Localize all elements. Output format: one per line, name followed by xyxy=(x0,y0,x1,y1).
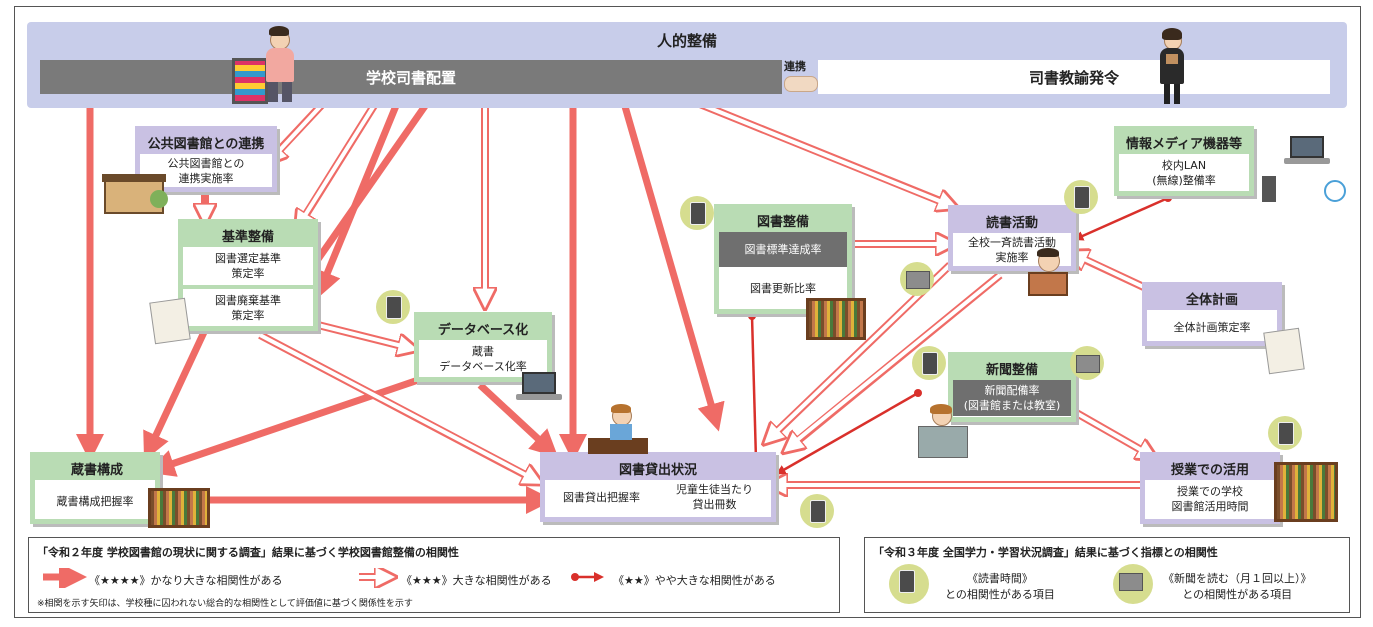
document-paper-icon xyxy=(1263,327,1305,375)
dot-arrows xyxy=(750,196,1169,475)
reading-time-book-icon xyxy=(680,196,714,230)
database-header: データベース化 xyxy=(419,317,547,340)
public-library-rate: 公共図書館との 連携実施率 xyxy=(167,157,245,185)
newspaper-icon xyxy=(1113,564,1153,604)
legend-strong: 《★★★★》かなり大きな相関性がある xyxy=(89,574,283,587)
whole-school-reading-rate: 全校一斉読書活動 実施率 xyxy=(968,236,1056,264)
legend-note: ※相関を示す矢印は、学校種に囚われない総合的な相関性として評価値に基づく関係性を… xyxy=(37,599,413,609)
standards-box: 基準整備 図書選定基準 策定率 図書廃棄基準 策定率 xyxy=(178,219,318,331)
public-library-cooperation-box: 公共図書館との連携 公共図書館との 連携実施率 xyxy=(135,126,277,192)
bookshelf-icon xyxy=(806,298,866,340)
plan-rate: 全体計画策定率 xyxy=(1173,321,1251,334)
collection-header: 蔵書構成 xyxy=(35,457,155,480)
legend-moderate: 《★★》やや大きな相関性がある xyxy=(613,574,776,587)
legend-left-title: 「令和２年度 学校図書館の現状に関する調査」結果に基づく学校図書館整備の相関性 xyxy=(37,546,459,559)
collection-rate: 蔵書構成把握率 xyxy=(56,495,134,508)
selection-standard-rate: 図書選定基準 策定率 xyxy=(183,247,313,289)
legend-reading-time: 《読書時間》 との相関性がある項目 xyxy=(945,572,1055,601)
strong-arrows xyxy=(76,93,725,514)
legend-right: 「令和３年度 全国学力・学習状況調査」結果に基づく指標との相関性 《読書時間》 … xyxy=(864,537,1350,613)
information-media-box: 情報メディア機器等 校内LAN (無線)整備率 xyxy=(1114,126,1254,196)
librarian-at-desk-illustration xyxy=(588,404,648,454)
lending-grasp-rate: 図書貸出把握率 xyxy=(563,490,640,504)
standard-achievement-rate: 図書標準達成率 xyxy=(719,232,847,267)
school-lan-rate: 校内LAN (無線)整備率 xyxy=(1152,159,1216,187)
library-building-icon xyxy=(102,174,166,214)
legend-left: 「令和２年度 学校図書館の現状に関する調査」結果に基づく学校図書館整備の相関性 … xyxy=(28,537,840,613)
teacher-librarian-bar: 司書教諭発令 xyxy=(818,60,1330,94)
laptop-icon xyxy=(516,372,562,402)
collection-box: 蔵書構成 蔵書構成把握率 xyxy=(30,452,160,524)
school-librarian-bar: 学校司書配置 xyxy=(40,60,782,94)
document-paper-icon xyxy=(149,297,191,345)
database-box: データベース化 蔵書 データベース化率 xyxy=(414,312,552,382)
band-title: 人的整備 xyxy=(656,32,717,50)
newspaper-readers-illustration xyxy=(918,404,968,460)
reading-activity-box: 読書活動 全校一斉読書活動 実施率 xyxy=(948,205,1076,271)
public-library-header: 公共図書館との連携 xyxy=(140,131,272,154)
book-renewal-ratio: 図書更新比率 xyxy=(750,282,816,295)
bookshelf-icon xyxy=(148,488,210,528)
reading-time-book-icon xyxy=(800,494,834,528)
class-use-box: 授業での活用 授業での学校 図書館活用時間 xyxy=(1140,452,1280,524)
news-header: 新聞整備 xyxy=(953,357,1071,380)
reading-student-illustration xyxy=(1026,248,1070,300)
legend-newspaper-reading: 《新聞を読む（月１回以上）》 との相関性がある項目 xyxy=(1163,572,1312,601)
diagram-frame xyxy=(14,6,1361,618)
class-use-time: 授業での学校 図書館活用時間 xyxy=(1171,485,1249,513)
reading-time-book-icon xyxy=(1268,416,1302,450)
plan-header: 全体計画 xyxy=(1147,287,1277,310)
lending-status-box: 図書貸出状況 図書貸出把握率 児童生徒当たり 貸出冊数 xyxy=(540,452,776,522)
newspaper-icon xyxy=(900,262,934,296)
router-icon xyxy=(1262,176,1276,202)
laptop-icon xyxy=(1284,136,1330,166)
globe-icon xyxy=(1324,180,1346,202)
librarian-with-cart-illustration xyxy=(232,24,302,106)
newspaper-rate: 新聞配備率 (図書館または教室) xyxy=(953,380,1071,416)
teacher-librarian-illustration xyxy=(1152,28,1192,106)
handshake-icon xyxy=(784,76,818,92)
reading-header: 読書活動 xyxy=(953,210,1071,233)
legend-right-title: 「令和３年度 全国学力・学習状況調査」結果に基づく指標との相関性 xyxy=(873,546,1218,559)
newspaper-box: 新聞整備 新聞配備率 (図書館または教室) xyxy=(948,352,1076,422)
database-rate: 蔵書 データベース化率 xyxy=(439,345,527,373)
dot-arrow-origins xyxy=(748,194,1172,397)
overall-plan-box: 全体計画 全体計画策定率 xyxy=(1142,282,1282,346)
reading-time-book-icon xyxy=(1064,180,1098,214)
reading-time-book-icon xyxy=(912,346,946,380)
students-with-bookshelf-illustration xyxy=(1274,462,1338,522)
newspaper-icon xyxy=(1070,346,1104,380)
cooperation-label: 連携 xyxy=(784,60,806,73)
book-maintenance-box: 図書整備 図書標準達成率 図書更新比率 xyxy=(714,204,852,314)
reading-time-book-icon xyxy=(376,290,410,324)
legend-arrow-samples xyxy=(43,568,604,588)
disposal-standard-rate: 図書廃棄基準 策定率 xyxy=(215,294,281,322)
classes-header: 授業での活用 xyxy=(1145,457,1275,480)
standards-header: 基準整備 xyxy=(183,224,313,247)
media-header: 情報メディア機器等 xyxy=(1119,131,1249,154)
books-header: 図書整備 xyxy=(719,209,847,232)
tree-icon xyxy=(150,190,168,208)
books-per-student: 児童生徒当たり 貸出冊数 xyxy=(676,483,753,511)
legend-large: 《★★★》大きな相関性がある xyxy=(401,574,552,587)
lending-header: 図書貸出状況 xyxy=(545,457,771,480)
reading-time-book-icon xyxy=(889,564,929,604)
